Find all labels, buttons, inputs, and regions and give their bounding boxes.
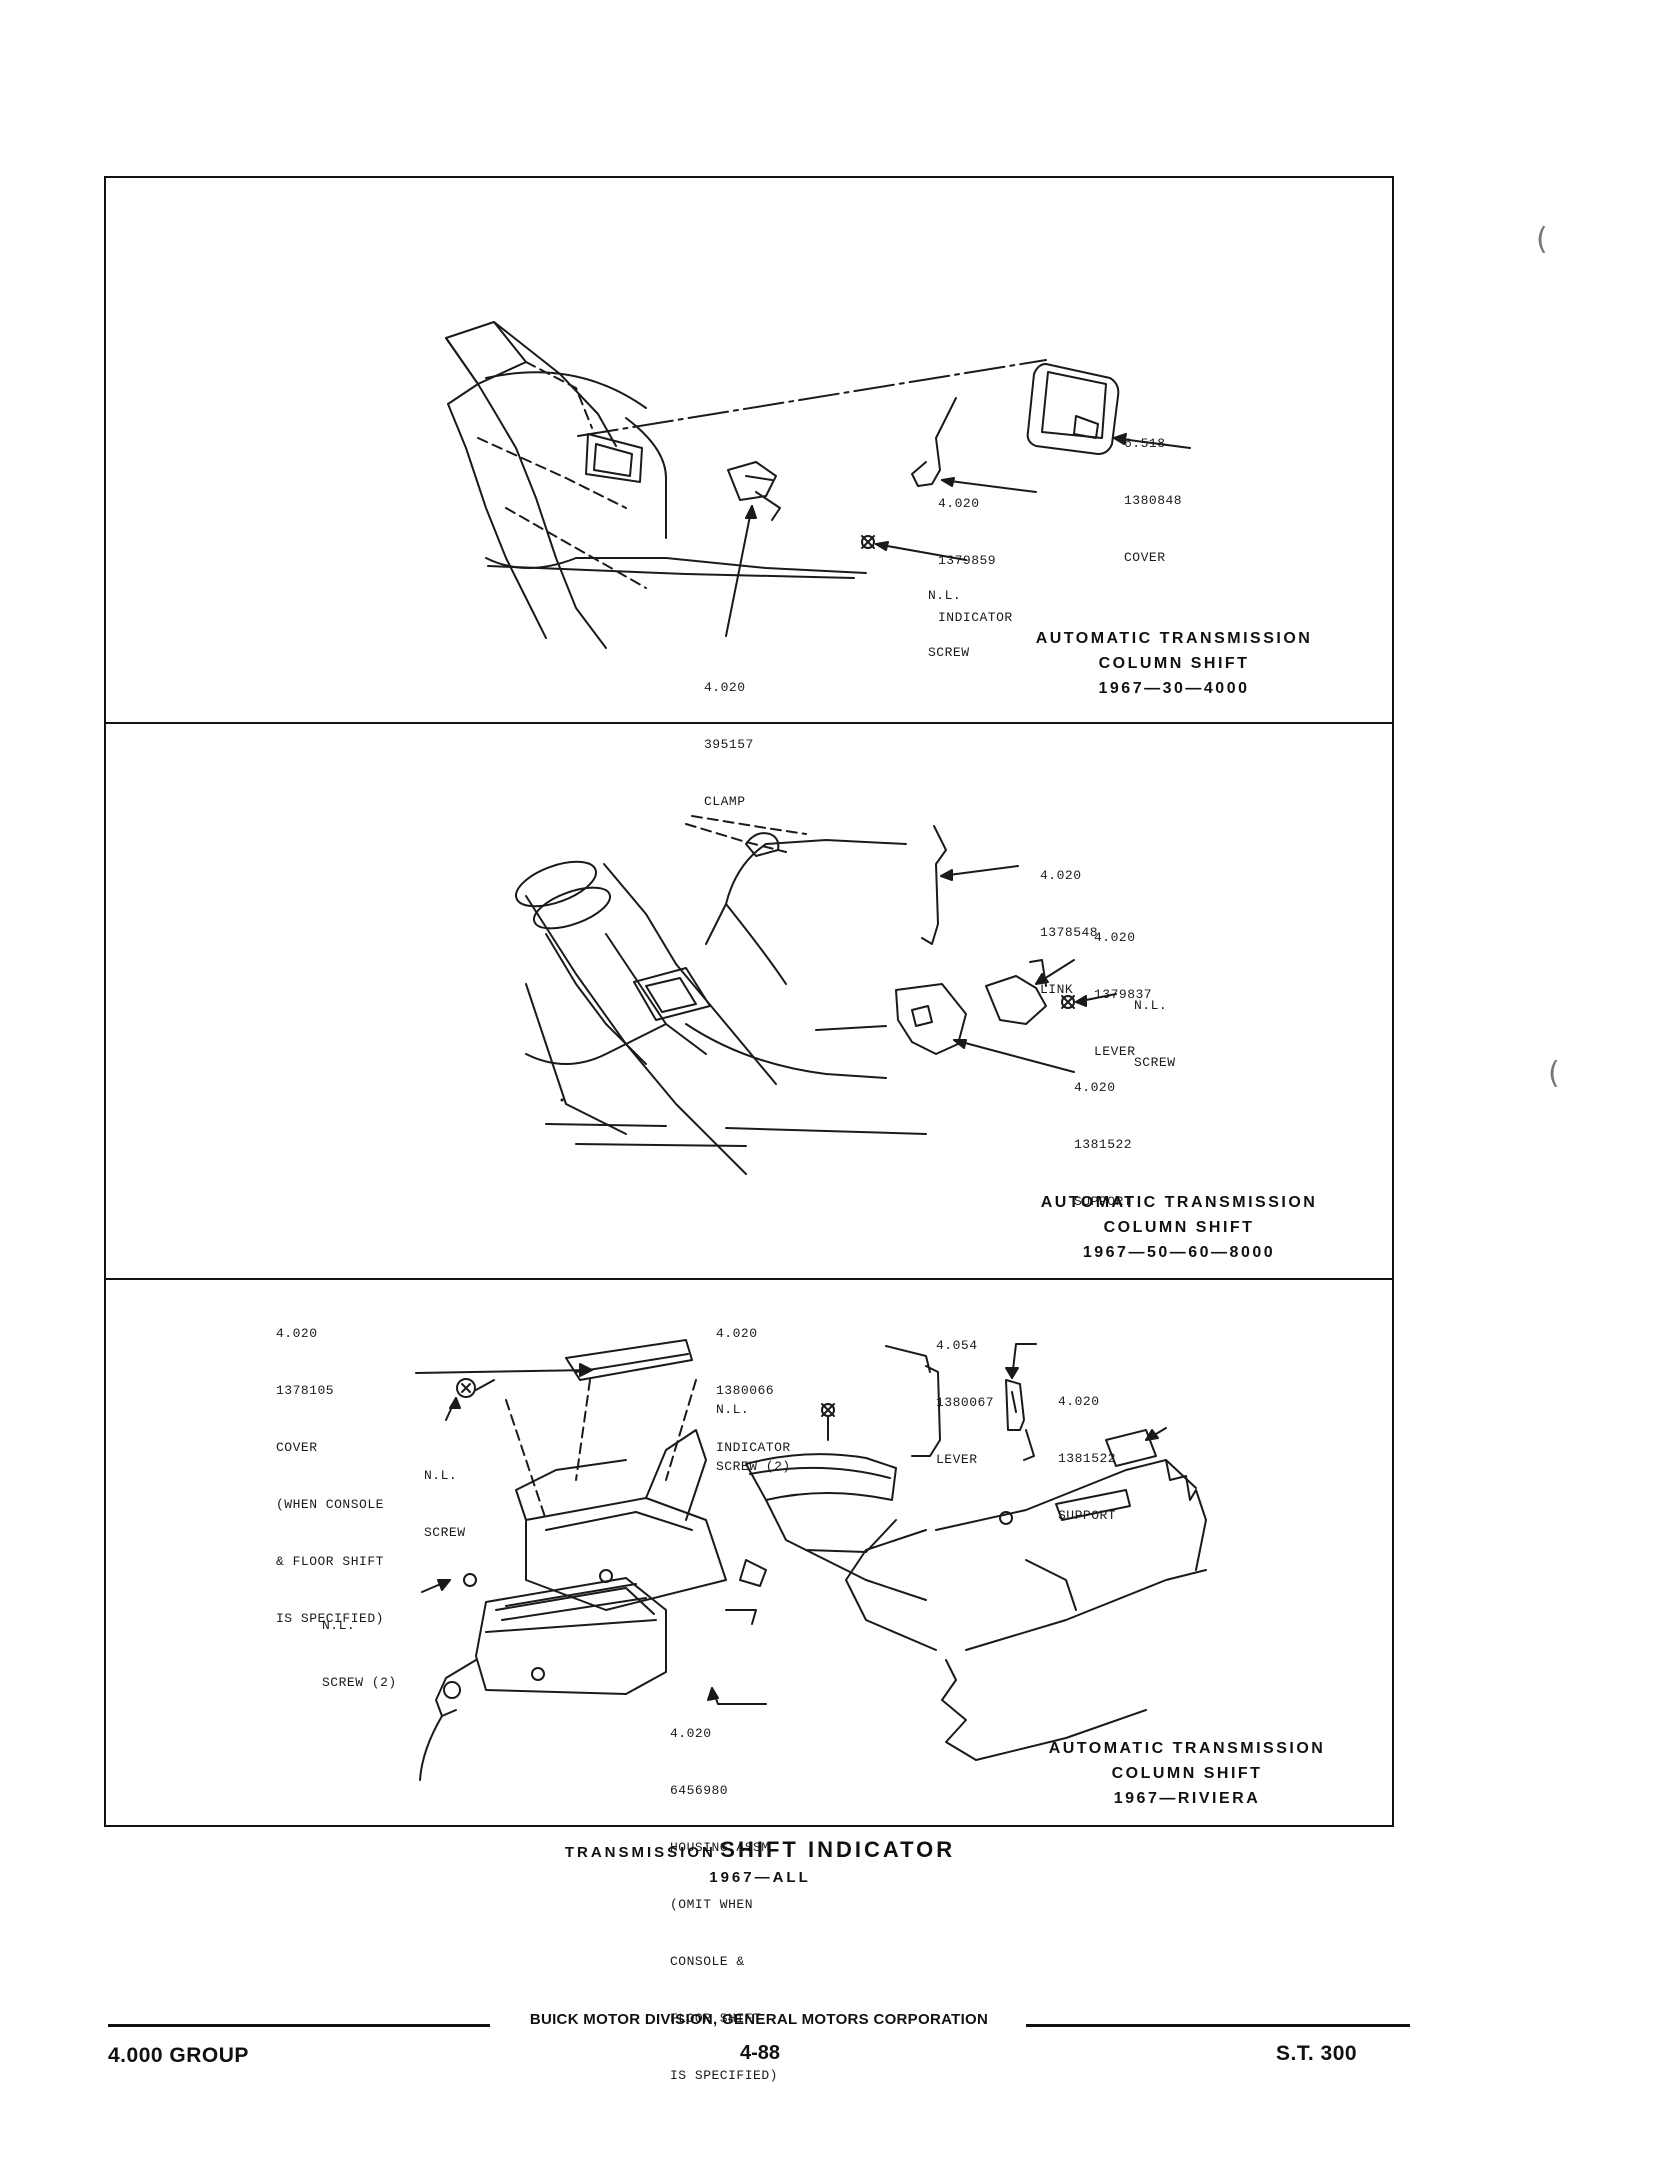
callout-housing-6456980: 4.020 6456980 HOUSING ASSM. (OMIT WHEN C… (670, 1686, 778, 2123)
callout-lever-group: 4.054 (936, 1338, 978, 1353)
footer-group: 4.000 GROUP (108, 2044, 249, 2067)
illustration-column-shift-riviera (415, 1339, 1207, 1781)
illustration-column-shift-30-4000 (445, 321, 1191, 649)
callout-screw-middle-label: SCREW (2) (716, 1459, 791, 1474)
caption-line-3: 1967—30—4000 (1098, 680, 1250, 697)
callout-indicator-1379859: 4.020 1379859 INDICATOR (938, 456, 1013, 665)
callout-screw: N.L. SCREW (1134, 958, 1184, 1110)
callout-lever-1380067: 4.054 1380067 LEVER (936, 1298, 994, 1507)
callout-indicator-group: 4.020 (716, 1326, 758, 1341)
callout-cover-part-number: 1378105 (276, 1383, 335, 1398)
callout-support-1381522: 4.020 1381522 SUPPORT (1058, 1354, 1116, 1563)
footer-rule-left (108, 2024, 490, 2027)
caption-column-shift-riviera: AUTOMATIC TRANSMISSION COLUMN SHIFT 1967… (1032, 1736, 1342, 1811)
callout-screw-label: SCREW (1134, 1055, 1176, 1070)
caption-line-3: 1967—50—60—8000 (1082, 1244, 1276, 1261)
caption-line-2: COLUMN SHIFT (1111, 1765, 1263, 1782)
callout-screw-middle-group: N.L. (716, 1402, 750, 1417)
callout-link-group: 4.020 (1040, 868, 1082, 883)
callout-support-label: SUPPORT (1058, 1508, 1117, 1523)
callout-screw: N.L. SCREW (928, 548, 978, 700)
callout-screw-left-label: SCREW (424, 1525, 466, 1540)
callout-support-part-number: 1381522 (1058, 1451, 1117, 1466)
diagram-frame: 6.518 1380848 COVER 4.020 1379859 INDICA… (104, 176, 1394, 2083)
scan-margin-mark: ( (1536, 222, 1548, 257)
callout-cover-group: 4.020 (276, 1326, 318, 1341)
footer-page-number: 4-88 (739, 2042, 781, 2064)
caption-line-1: AUTOMATIC TRANSMISSION (1040, 1194, 1318, 1211)
page-title: TRANSMISSION SHIFT INDICATOR 1967—ALL (540, 1837, 980, 1886)
caption-column-shift-50-60-8000: AUTOMATIC TRANSMISSION COLUMN SHIFT 1967… (1024, 1190, 1334, 1265)
callout-indicator-part-number: 1380066 (716, 1383, 775, 1398)
caption-line-2: COLUMN SHIFT (1098, 655, 1250, 672)
callout-screw-lower-group: N.L. (322, 1618, 356, 1633)
callout-housing-part-number: 6456980 (670, 1783, 729, 1798)
callout-lever-label: LEVER (936, 1452, 978, 1467)
page-title-large: SHIFT INDICATOR (720, 1837, 956, 1862)
callout-housing-note-1: (OMIT WHEN (670, 1897, 754, 1912)
callout-screw-lower: N.L. SCREW (2) (322, 1578, 397, 1730)
callout-link-1378548: 4.020 1378548 LINK (1040, 828, 1098, 1037)
callout-screw-group: N.L. (928, 588, 962, 603)
panel-column-shift-1967-30-4000: 6.518 1380848 COVER 4.020 1379859 INDICA… (106, 178, 1392, 809)
page-subtitle: 1967—ALL (709, 1869, 811, 1886)
callout-clamp-label: CLAMP (704, 794, 746, 809)
callout-screw-left-group: N.L. (424, 1468, 458, 1483)
callout-screw-group: N.L. (1134, 998, 1168, 1013)
callout-housing-label: HOUSING ASSM. (670, 1840, 778, 1855)
callout-housing-note-2: CONSOLE & (670, 1954, 745, 1969)
callout-link-label: LINK (1040, 982, 1074, 997)
callout-cover-1380848: 6.518 1380848 COVER (1124, 396, 1182, 605)
callout-clamp-part-number: 395157 (704, 737, 754, 752)
panel-divider-1 (106, 722, 1392, 724)
callout-lever-part-number: 1380067 (936, 1395, 995, 1410)
callout-lever-group: 4.020 (1094, 930, 1136, 945)
callout-clamp-395157: 4.020 395157 CLAMP (704, 640, 754, 849)
callout-housing-note-4: IS SPECIFIED) (670, 2068, 778, 2083)
callout-support-group: 4.020 (1058, 1394, 1100, 1409)
callout-screw-left: N.L. SCREW (424, 1428, 474, 1580)
callout-cover-label: COVER (276, 1440, 318, 1455)
footer-reference: S.T. 300 (1276, 2042, 1358, 2065)
callout-cover-note-2: & FLOOR SHIFT (276, 1554, 384, 1569)
scan-margin-mark: ( (1548, 1056, 1560, 1091)
callout-indicator-group: 4.020 (938, 496, 980, 511)
callout-cover-group: 6.518 (1124, 436, 1166, 451)
callout-lever-part-number: 1379837 (1094, 987, 1153, 1002)
callout-cover-note-3: IS SPECIFIED) (276, 1611, 384, 1626)
callout-clamp-group: 4.020 (704, 680, 746, 695)
callout-support-label: SUPPORT (1074, 1194, 1133, 1209)
callout-indicator-label: INDICATOR (938, 610, 1013, 625)
callout-support-part-number: 1381522 (1074, 1137, 1133, 1152)
panel-divider-2 (106, 1278, 1392, 1280)
callout-screw-label: SCREW (928, 645, 970, 660)
caption-column-shift-30-4000: AUTOMATIC TRANSMISSION COLUMN SHIFT 1967… (1024, 626, 1324, 701)
callout-cover-label: COVER (1124, 550, 1166, 565)
callout-cover-note-1: (WHEN CONSOLE (276, 1497, 384, 1512)
caption-line-2: COLUMN SHIFT (1103, 1219, 1255, 1236)
panel-column-shift-1967-riviera: 4.020 1378105 COVER (WHEN CONSOLE & FLOO… (106, 1280, 1392, 2083)
panel-column-shift-1967-50-60-8000: 4.020 1378548 LINK 4.020 1379837 LEVER N… (106, 724, 1392, 1278)
callout-support-group: 4.020 (1074, 1080, 1116, 1095)
callout-indicator-label: INDICATOR (716, 1440, 791, 1455)
footer-rule-right (1026, 2024, 1410, 2027)
illustration-column-shift-50-60-8000 (515, 815, 1117, 1175)
callout-cover-1378105: 4.020 1378105 COVER (WHEN CONSOLE & FLOO… (276, 1286, 384, 1666)
callout-lever-label: LEVER (1094, 1044, 1136, 1059)
callout-screw-middle: N.L. SCREW (2) (716, 1362, 791, 1514)
caption-line-1: AUTOMATIC TRANSMISSION (1048, 1740, 1326, 1757)
callout-cover-part-number: 1380848 (1124, 493, 1183, 508)
callout-support-1381522: 4.020 1381522 SUPPORT (1074, 1040, 1132, 1249)
page-title-small: TRANSMISSION (564, 1844, 716, 1861)
caption-line-1: AUTOMATIC TRANSMISSION (1035, 630, 1313, 647)
callout-housing-note-3: FLOOR SHIFT (670, 2011, 762, 2026)
callout-link-part-number: 1378548 (1040, 925, 1099, 940)
callout-housing-group: 4.020 (670, 1726, 712, 1741)
caption-line-3: 1967—RIVIERA (1113, 1790, 1261, 1807)
callout-indicator-1380066: 4.020 1380066 INDICATOR (716, 1286, 791, 1495)
footer-publisher: BUICK MOTOR DIVISION, GENERAL MOTORS COR… (529, 2011, 989, 2028)
callout-screw-lower-label: SCREW (2) (322, 1675, 397, 1690)
callout-indicator-part-number: 1379859 (938, 553, 997, 568)
callout-lever-1379837: 4.020 1379837 LEVER (1094, 890, 1152, 1099)
